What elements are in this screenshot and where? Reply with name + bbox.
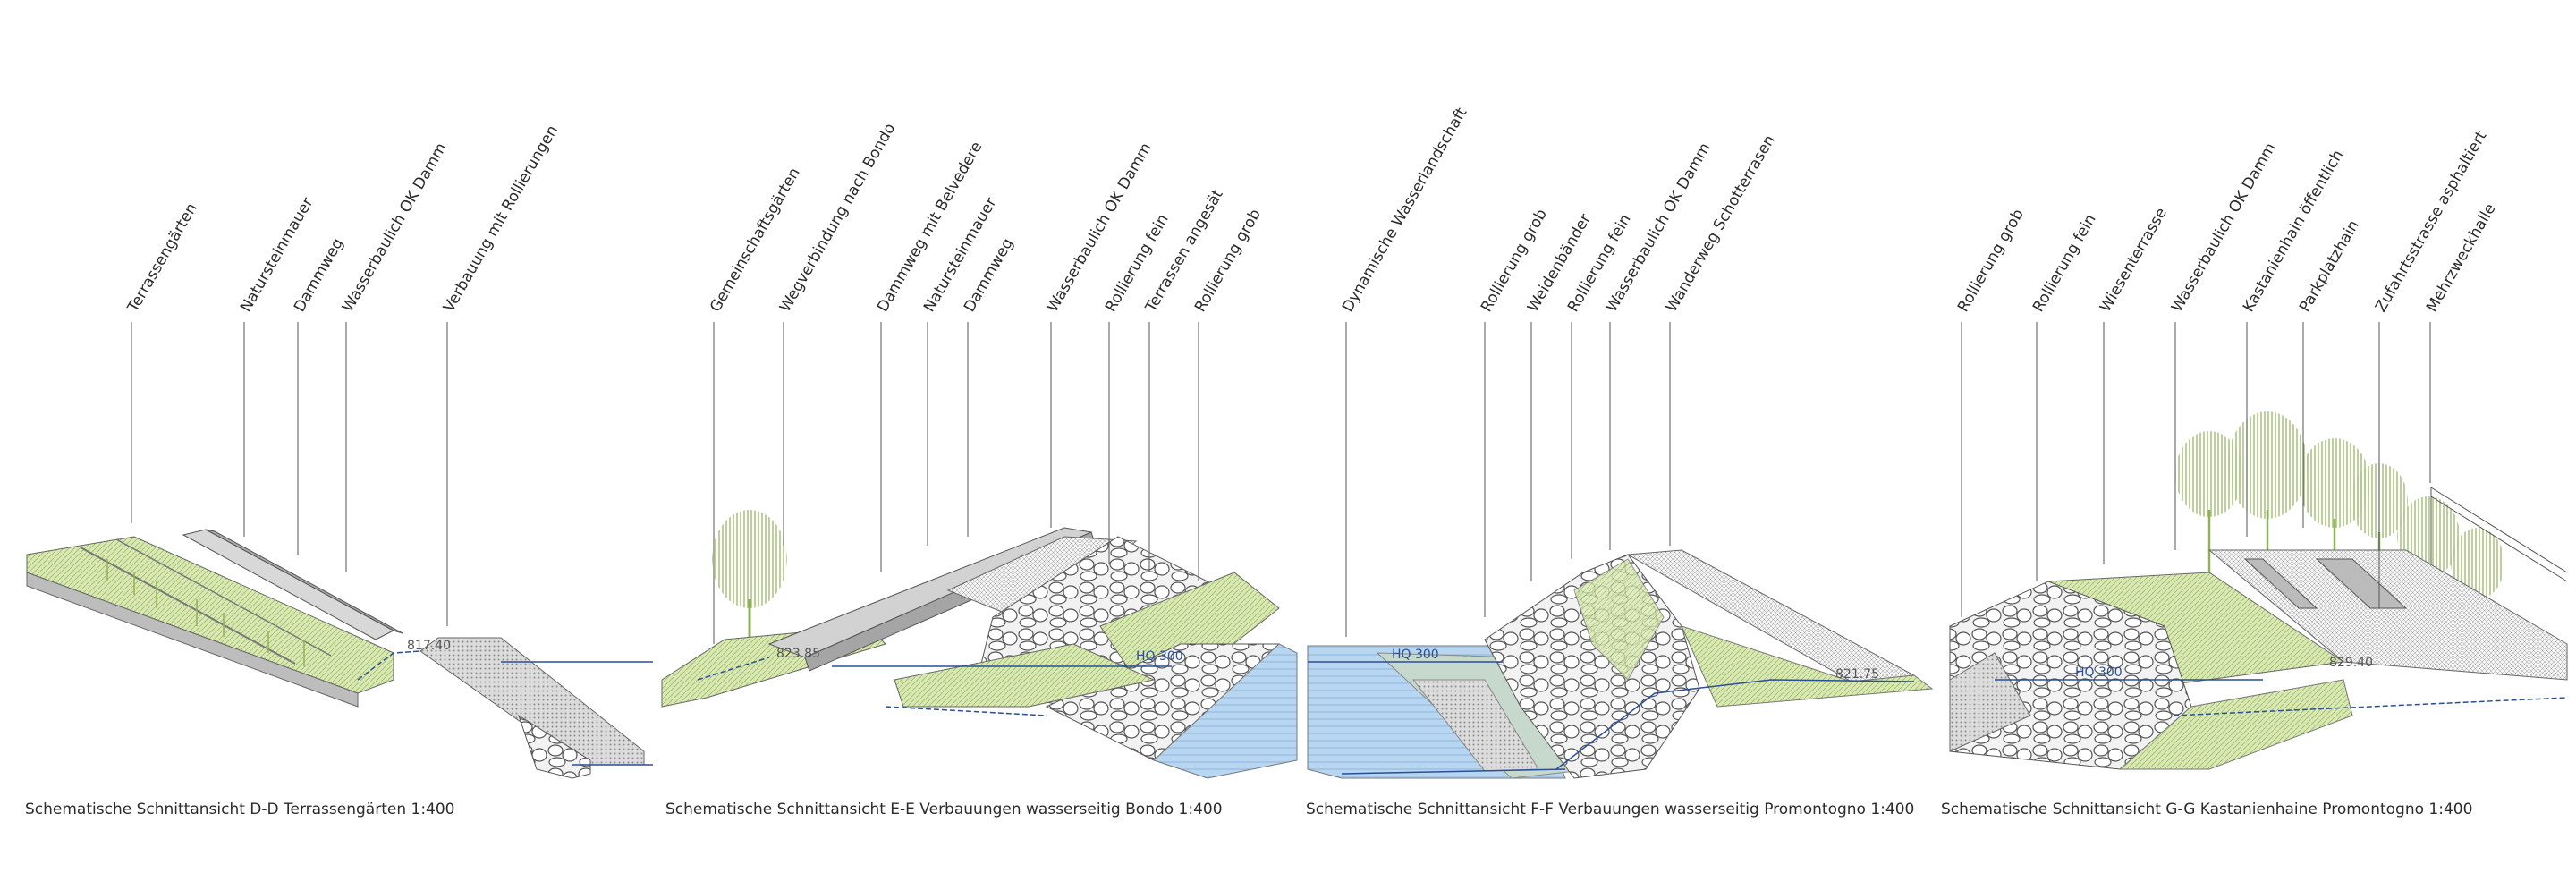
label-ff-0: Dynamische Wasserlandschaft [1339,105,1471,316]
caption-gg: Schematische Schnittansicht G-G Kastanie… [1941,801,2473,818]
section-drawing-ff: HQ 300 821.75 Dynamische Wasserlandschaf… [1307,105,1934,779]
section-panel-ee: 823.85 HQ 300 Gemeinschaftsgärten Wegver… [653,0,1306,873]
leader-lines-ee [713,322,1199,644]
caption-dd: Schematische Schnittansicht D-D Terrasse… [25,801,455,818]
leader-lines-gg [1961,322,2431,617]
label-ff-5: Wanderweg Schotterrasen [1663,132,1779,316]
level-value-dd: 817.40 [407,639,451,653]
chestnut-trees [2175,411,2504,653]
tree-icon [712,510,787,608]
section-panel-dd: 817.40 Terrassengärten Natursteinmauer D… [0,0,653,873]
caption-ff: Schematische Schnittansicht F-F Verbauun… [1306,801,1915,818]
section-drawing-gg: HQ 300 829.40 Rollierung grob Rollierung… [1949,128,2568,770]
leader-lines-ff [1345,322,1671,637]
label-ee-5: Wasserbaulich OK Damm [1044,140,1156,315]
section-drawing-dd: 817.40 Terrassengärten Natursteinmauer D… [26,123,653,779]
section-panel-gg: HQ 300 829.40 Rollierung grob Rollierung… [1941,0,2576,873]
label-gg-5: Parkplatzhain [2296,217,2363,316]
label-gg-0: Rollierung grob [1954,206,2028,315]
section-drawing-ee: 823.85 HQ 300 Gemeinschaftsgärten Wegver… [661,121,1298,779]
label-ee-1: Wegverbindung nach Bondo [776,121,899,316]
hq-label-gg: HQ 300 [2075,665,2123,680]
label-dd-2: Dammweg [291,235,347,315]
hq-label-ee: HQ 300 [1136,649,1183,664]
level-value-ff: 821.75 [1835,667,1879,682]
level-value-gg: 829.40 [2329,656,2373,670]
section-panel-ff: HQ 300 821.75 Dynamische Wasserlandschaf… [1306,0,1941,873]
label-gg-2: Wiesenterrasse [2097,205,2171,316]
label-dd-0: Terrassengärten [124,200,201,317]
label-dd-4: Verbauung mit Rollierungen [440,123,562,316]
level-value-ee: 823.85 [776,647,820,661]
label-gg-1: Rollierung fein [2029,211,2100,315]
caption-ee: Schematische Schnittansicht E-E Verbauun… [665,801,1223,818]
hq-label-ff: HQ 300 [1392,648,1439,662]
leader-lines-dd [131,322,448,626]
label-dd-3: Wasserbaulich OK Damm [339,140,451,315]
